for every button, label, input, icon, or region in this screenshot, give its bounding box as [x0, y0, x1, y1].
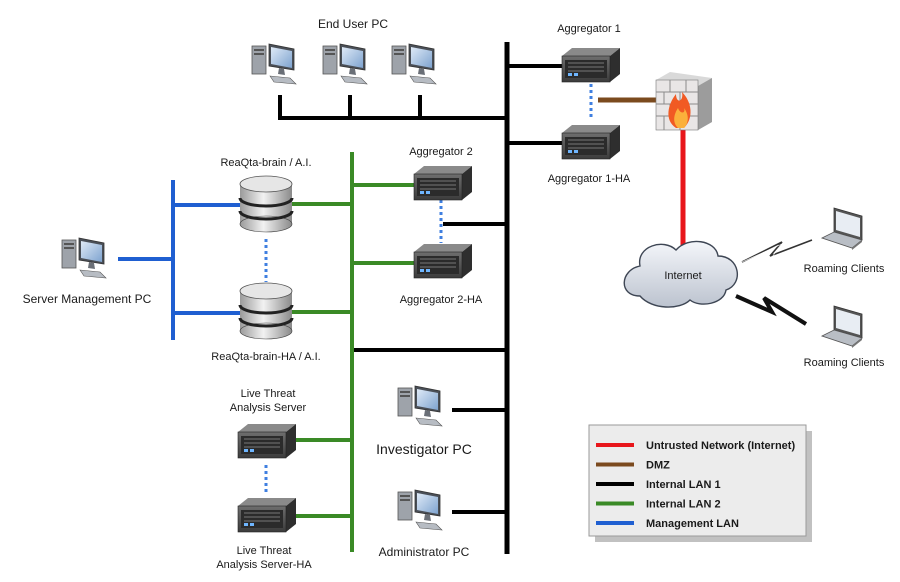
- internet-cloud-icon[interactable]: [623, 240, 739, 308]
- server-management-pc-label: Server Management PC: [23, 292, 152, 306]
- lta-server-label-line2: Analysis Server: [230, 402, 307, 414]
- administrator-pc-label: Administrator PC: [379, 545, 470, 559]
- legend: Untrusted Network (Internet) DMZ Internal …: [588, 424, 812, 542]
- legend-label: DMZ: [646, 460, 670, 472]
- lta-server-ha-label-line2: Analysis Server-HA: [216, 559, 312, 571]
- roaming-clients-label: Roaming Clients: [804, 357, 885, 369]
- wireless-link-2: [735, 294, 808, 326]
- legend-label: Management LAN: [646, 518, 739, 530]
- links-internal-lan-2: [292, 152, 416, 552]
- end-user-pc-icon[interactable]: [391, 43, 437, 85]
- end-user-pc-icon[interactable]: [251, 43, 297, 85]
- reaqta-brain-ha-database-icon[interactable]: [238, 281, 294, 341]
- legend-label: Internal LAN 2: [646, 499, 721, 511]
- live-threat-analysis-server-ha-icon[interactable]: [237, 497, 297, 533]
- roaming-client-laptop-icon[interactable]: [821, 207, 863, 251]
- lta-server-label-line1: Live Threat: [241, 388, 296, 400]
- live-threat-analysis-server-icon[interactable]: [237, 423, 297, 459]
- aggregator-2-label: Aggregator 2: [409, 146, 473, 158]
- roaming-client-laptop-icon[interactable]: [821, 305, 863, 349]
- aggregator-2-ha-server-icon[interactable]: [413, 243, 473, 279]
- aggregator-2-ha-label: Aggregator 2-HA: [400, 294, 483, 306]
- investigator-pc-label: Investigator PC: [376, 441, 472, 457]
- roaming-clients-label: Roaming Clients: [804, 263, 885, 275]
- administrator-pc-icon[interactable]: [397, 489, 443, 531]
- links-management-lan: [118, 180, 240, 340]
- aggregator-2-server-icon[interactable]: [413, 165, 473, 201]
- server-management-pc-icon[interactable]: [61, 237, 107, 279]
- investigator-pc-icon[interactable]: [397, 385, 443, 427]
- end-user-pc-label: End User PC: [318, 17, 388, 31]
- reaqta-brain-label: ReaQta-brain / A.I.: [220, 157, 311, 169]
- aggregator-1-label: Aggregator 1: [557, 23, 621, 35]
- lta-server-ha-label-line1: Live Threat: [237, 545, 292, 557]
- end-user-pc-icon[interactable]: [322, 43, 368, 85]
- links-internal-lan-1: [278, 42, 562, 554]
- aggregator-1-ha-label: Aggregator 1-HA: [548, 173, 631, 185]
- aggregator-1-ha-server-icon[interactable]: [561, 124, 621, 160]
- internet-label: Internet: [664, 270, 701, 282]
- links-ha-dotted: [264, 84, 593, 495]
- firewall-icon[interactable]: [655, 72, 712, 131]
- legend-label: Internal LAN 1: [646, 479, 721, 491]
- reaqta-brain-database-icon[interactable]: [238, 174, 294, 234]
- legend-label: Untrusted Network (Internet): [646, 440, 795, 452]
- wireless-link-1: [741, 239, 813, 263]
- reaqta-brain-ha-label: ReaQta-brain-HA / A.I.: [211, 351, 320, 363]
- aggregator-1-server-icon[interactable]: [561, 47, 621, 83]
